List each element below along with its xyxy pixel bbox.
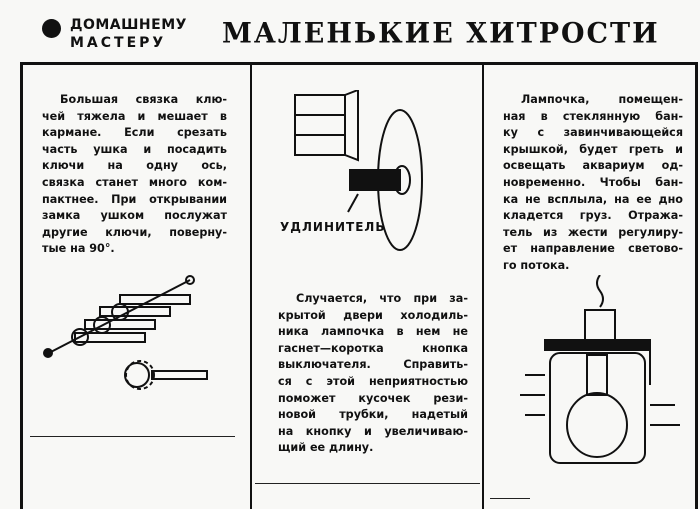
text-line: на кнопку и увеличиваю- bbox=[278, 424, 468, 438]
text-line: часть ушка и посадить bbox=[42, 142, 227, 156]
text-line: Случается, что при за- bbox=[296, 292, 468, 305]
column-2-text: Случается, что при за-крытой двери холод… bbox=[278, 291, 468, 457]
column-divider bbox=[482, 62, 484, 509]
text-line: кладется груз. Отража- bbox=[503, 209, 683, 223]
text-line: ку с завинчивающейся bbox=[503, 126, 683, 140]
lamp-jar-illustration bbox=[520, 275, 680, 464]
text-line: крышкой, будет греть и bbox=[503, 142, 683, 156]
column-divider bbox=[250, 62, 252, 509]
bullet-dot-icon bbox=[42, 19, 61, 38]
column-3-text: Лампочка, помещен-ная в стеклянную бан-к… bbox=[503, 92, 683, 275]
rule bbox=[30, 436, 235, 437]
text-line: чей тяжела и мешает в bbox=[42, 109, 227, 123]
text-line: ная в стеклянную бан- bbox=[503, 109, 683, 123]
text-line: связка станет много ком- bbox=[42, 175, 227, 189]
text-line: выключателя. Справить- bbox=[278, 358, 468, 372]
text-line: ся с этой неприятностью bbox=[278, 374, 468, 388]
text-line: щий ее длину. bbox=[278, 441, 374, 455]
page-title: МАЛЕНЬКИЕ ХИТРОСТИ bbox=[222, 17, 660, 50]
text-line: новой трубки, надетый bbox=[278, 408, 468, 422]
text-line: ключи на одну ось, bbox=[42, 159, 227, 173]
rubric-line: ДОМАШНЕМУ bbox=[70, 17, 187, 33]
keys-illustration bbox=[43, 275, 208, 390]
text-line: Большая связка клю- bbox=[60, 93, 227, 106]
article-frame bbox=[20, 62, 698, 509]
text-line: гаснет—коротка кнопка bbox=[278, 341, 468, 355]
text-line: Лампочка, помещен- bbox=[521, 93, 683, 106]
text-line: ет направление светово- bbox=[503, 242, 683, 256]
section-rubric: ДОМАШНЕМУ МАСТЕРУ bbox=[70, 16, 187, 52]
text-line: тые на 90°. bbox=[42, 242, 115, 256]
column-1-text: Большая связка клю-чей тяжела и мешает в… bbox=[42, 92, 227, 258]
text-line: ка не всплыла, на ее дно bbox=[503, 192, 683, 206]
rule bbox=[255, 483, 480, 484]
text-line: крытой двери холодиль- bbox=[278, 308, 468, 322]
text-line: новременно. Чтобы бан- bbox=[503, 175, 683, 189]
text-line: поможет кусочек рези- bbox=[278, 391, 468, 405]
rule bbox=[490, 498, 530, 499]
fridge-extender-illustration bbox=[294, 90, 423, 251]
text-line: ника лампочка в нем не bbox=[278, 325, 468, 339]
text-line: кармане. Если срезать bbox=[42, 126, 227, 140]
text-line: го потока. bbox=[503, 258, 570, 272]
extender-label: УДЛИНИТЕЛЬ bbox=[280, 220, 386, 234]
text-line: пактнее. При открывании bbox=[42, 192, 227, 206]
rubric-line: МАСТЕРУ bbox=[70, 35, 167, 51]
text-line: замка ушком послужат bbox=[42, 209, 227, 223]
text-line: тель из жести регулиру- bbox=[503, 225, 683, 239]
text-line: освещать аквариум од- bbox=[503, 159, 683, 173]
text-line: другие ключи, поверну- bbox=[42, 225, 227, 239]
